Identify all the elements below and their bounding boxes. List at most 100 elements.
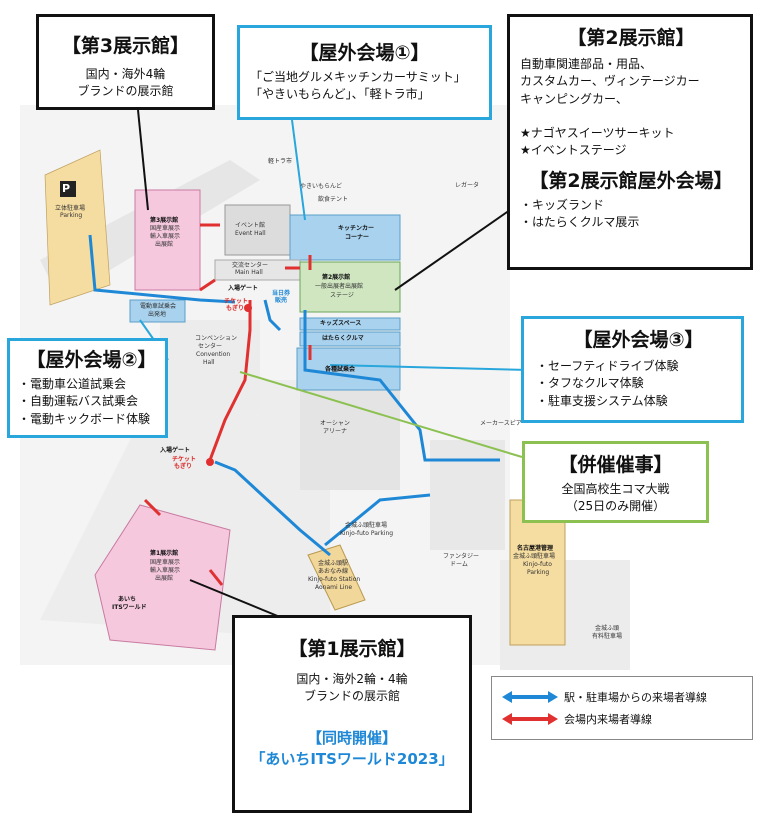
station-label-3: Kinjo-futo Station bbox=[308, 576, 361, 583]
convention-label-4: Hall bbox=[203, 359, 215, 366]
hall1-line-1: 国内・海外2輪・4輪 bbox=[296, 671, 408, 686]
station-label-1: 金城ふ頭駅 bbox=[318, 560, 349, 567]
hall3-map-label-4: 出展館 bbox=[155, 241, 174, 248]
convention-label-3: Convention bbox=[196, 351, 231, 358]
concurrent-title: 【併催催事】 bbox=[558, 454, 673, 476]
red-route bbox=[143, 223, 312, 586]
hall2-outdoor-title: 【第2展示館屋外会場】 bbox=[529, 169, 733, 192]
hall2-line-1: 自動車関連部品・用品、 bbox=[520, 56, 653, 71]
hall3-line-2: ブランドの展示館 bbox=[77, 84, 174, 99]
hall3-line-1: 国内・海外4輪 bbox=[85, 66, 166, 81]
yakiimo-label: やきいもらんど bbox=[300, 183, 342, 190]
aichi-its-label-1: あいち bbox=[118, 596, 137, 603]
kitchen-car-label-2: コーナー bbox=[345, 234, 370, 241]
hall1-map-label-1: 第1展示館 bbox=[150, 550, 179, 557]
hall3-map bbox=[134, 189, 201, 291]
parking-p-label: P bbox=[62, 182, 71, 195]
outdoor2-callout: 【屋外会場②】 ・電動車公道試乗会 ・自動運転バス試乗会 ・電動キックボード体験 bbox=[7, 338, 168, 438]
entrance-gate-label-top: 入場ゲート bbox=[228, 285, 259, 292]
hall3-map-label-1: 第3展示館 bbox=[150, 217, 179, 224]
kids-space-map bbox=[299, 317, 401, 331]
hall1-line-2: ブランドの展示館 bbox=[303, 689, 400, 704]
parking-left bbox=[44, 149, 111, 306]
blue-arrow-icon bbox=[502, 691, 558, 703]
ocean-arena-label-1: オーシャン bbox=[320, 420, 350, 427]
hall2-line-4 bbox=[520, 108, 742, 125]
hall3-title: 【第3展示館】 bbox=[61, 35, 190, 57]
hall2-line-2: カスタムカー、ヴィンテージカー bbox=[520, 74, 700, 89]
entrance-gate-label-bottom: 入場ゲート bbox=[160, 447, 191, 454]
kakushu-label: 各種試乗会 bbox=[325, 366, 356, 373]
outdoor1-title: 【屋外会場①】 bbox=[299, 42, 430, 64]
red-arrow-icon bbox=[502, 713, 558, 725]
hall3-map-label-3: 輸入車展示 bbox=[150, 233, 181, 240]
outdoor3-callout: 【屋外会場③】 ・セーフティドライブ体験 ・タフなクルマ体験 ・駐車支援システム… bbox=[521, 316, 744, 423]
parking-left-label-1: 立体駐車場 bbox=[55, 205, 86, 212]
connector-concurrent bbox=[239, 371, 523, 458]
event-hall-label-2: Event Hall bbox=[235, 230, 266, 237]
ticket-label-top-1: チケット bbox=[224, 298, 249, 305]
hall2-outdoor-line-1: ・キッズランド bbox=[520, 197, 605, 212]
station-map bbox=[307, 544, 366, 611]
hall2-map bbox=[299, 261, 401, 313]
connector-hall3 bbox=[137, 109, 149, 211]
outdoor1-map bbox=[289, 214, 401, 261]
main-hall-label-2: Main Hall bbox=[235, 269, 263, 276]
outdoor3-title: 【屋外会場③】 bbox=[573, 329, 704, 351]
legend: 駅・駐車場からの来場者導線 会場内来場者導線 bbox=[491, 676, 753, 740]
legend-row-blue: 駅・駐車場からの来場者導線 bbox=[502, 686, 752, 708]
ocean-arena-block bbox=[300, 390, 400, 490]
hall1-map-label-4: 出展館 bbox=[155, 575, 174, 582]
hall1-map bbox=[94, 504, 231, 651]
blue-route bbox=[88, 234, 500, 557]
fantasy-dome-label-1: ファンタジー bbox=[443, 553, 480, 560]
hall1-sub-name: 「あいちITSワールド2023」 bbox=[250, 749, 454, 768]
hall1-sub-title: 【同時開催】 bbox=[306, 728, 397, 747]
same-day-label-1: 当日券 bbox=[272, 290, 291, 297]
hall1-map-label-2: 国産車展示 bbox=[150, 559, 181, 566]
kinjo-parking-mid-label-2: Kinjo-futo Parking bbox=[340, 530, 394, 537]
kei-tora-label: 軽トラ市 bbox=[268, 158, 293, 165]
maker-spia-label: メーカースピア bbox=[480, 420, 522, 427]
ev-test-label-2: 出発地 bbox=[148, 311, 167, 318]
parking-icon bbox=[60, 181, 76, 197]
hall2-line-5: ★ナゴヤスイーツサーキット bbox=[520, 125, 675, 140]
ev-test-map bbox=[129, 299, 186, 323]
connector-hall2 bbox=[394, 209, 511, 291]
hall2-line-6: ★イベントステージ bbox=[520, 143, 627, 158]
outdoor2-line-3: ・電動キックボード体験 bbox=[18, 411, 151, 426]
ticket-label-top-2: もぎり bbox=[226, 305, 245, 312]
outdoor2-line-1: ・電動車公道試乗会 bbox=[18, 376, 127, 391]
hataraku-label: はたらくクルマ bbox=[322, 335, 364, 342]
nagoya-parking-label-3: Kinjo-futo bbox=[523, 561, 552, 568]
aichi-its-label-2: ITSワールド bbox=[112, 604, 147, 611]
hall2-map-label-3: ステージ bbox=[330, 292, 354, 299]
parking-right-map bbox=[509, 499, 566, 646]
station-label-2: あおなみ線 bbox=[318, 568, 349, 575]
hall1-map-label-3: 輸入車展示 bbox=[150, 567, 181, 574]
hall2-title: 【第2展示館】 bbox=[567, 27, 695, 49]
same-day-label-2: 販売 bbox=[275, 297, 288, 304]
connector-outdoor3 bbox=[329, 364, 531, 371]
convention-block bbox=[160, 320, 260, 410]
event-hall-map bbox=[224, 204, 291, 256]
outdoor2-line-2: ・自動運転バス試乗会 bbox=[18, 394, 139, 409]
connector-hall1 bbox=[189, 579, 281, 618]
concurrent-callout: 【併催催事】 全国高校生コマ大戦 （25日のみ開催） bbox=[522, 441, 709, 523]
concurrent-line-2: （25日のみ開催） bbox=[565, 499, 666, 514]
ticket-label-bottom-1: チケット bbox=[172, 456, 197, 463]
hall3-map-label-2: 国産車展示 bbox=[150, 225, 181, 232]
nagoya-parking-label-2: 金城ふ頭駐車場 bbox=[513, 553, 556, 560]
fantasy-dome-label-2: ドーム bbox=[450, 561, 468, 568]
outdoor1-line-2: 「やきいもらんど」、「軽トラ市」 bbox=[250, 87, 430, 102]
connector-outdoor1 bbox=[291, 119, 306, 221]
legend-row-red: 会場内来場者導線 bbox=[502, 708, 752, 730]
regatta-label: レガータ bbox=[455, 182, 480, 189]
hall2-outdoor-line-2: ・はたらくクルマ展示 bbox=[520, 214, 640, 229]
outdoor3-line-1: ・セーフティドライブ体験 bbox=[536, 358, 679, 373]
pay-parking-label-1: 金城ふ頭 bbox=[595, 625, 620, 632]
legend-red-label: 会場内来場者導線 bbox=[564, 713, 652, 726]
fantasy-dome-block bbox=[430, 440, 505, 550]
hall2-map-label-1: 第2展示館 bbox=[322, 274, 351, 281]
